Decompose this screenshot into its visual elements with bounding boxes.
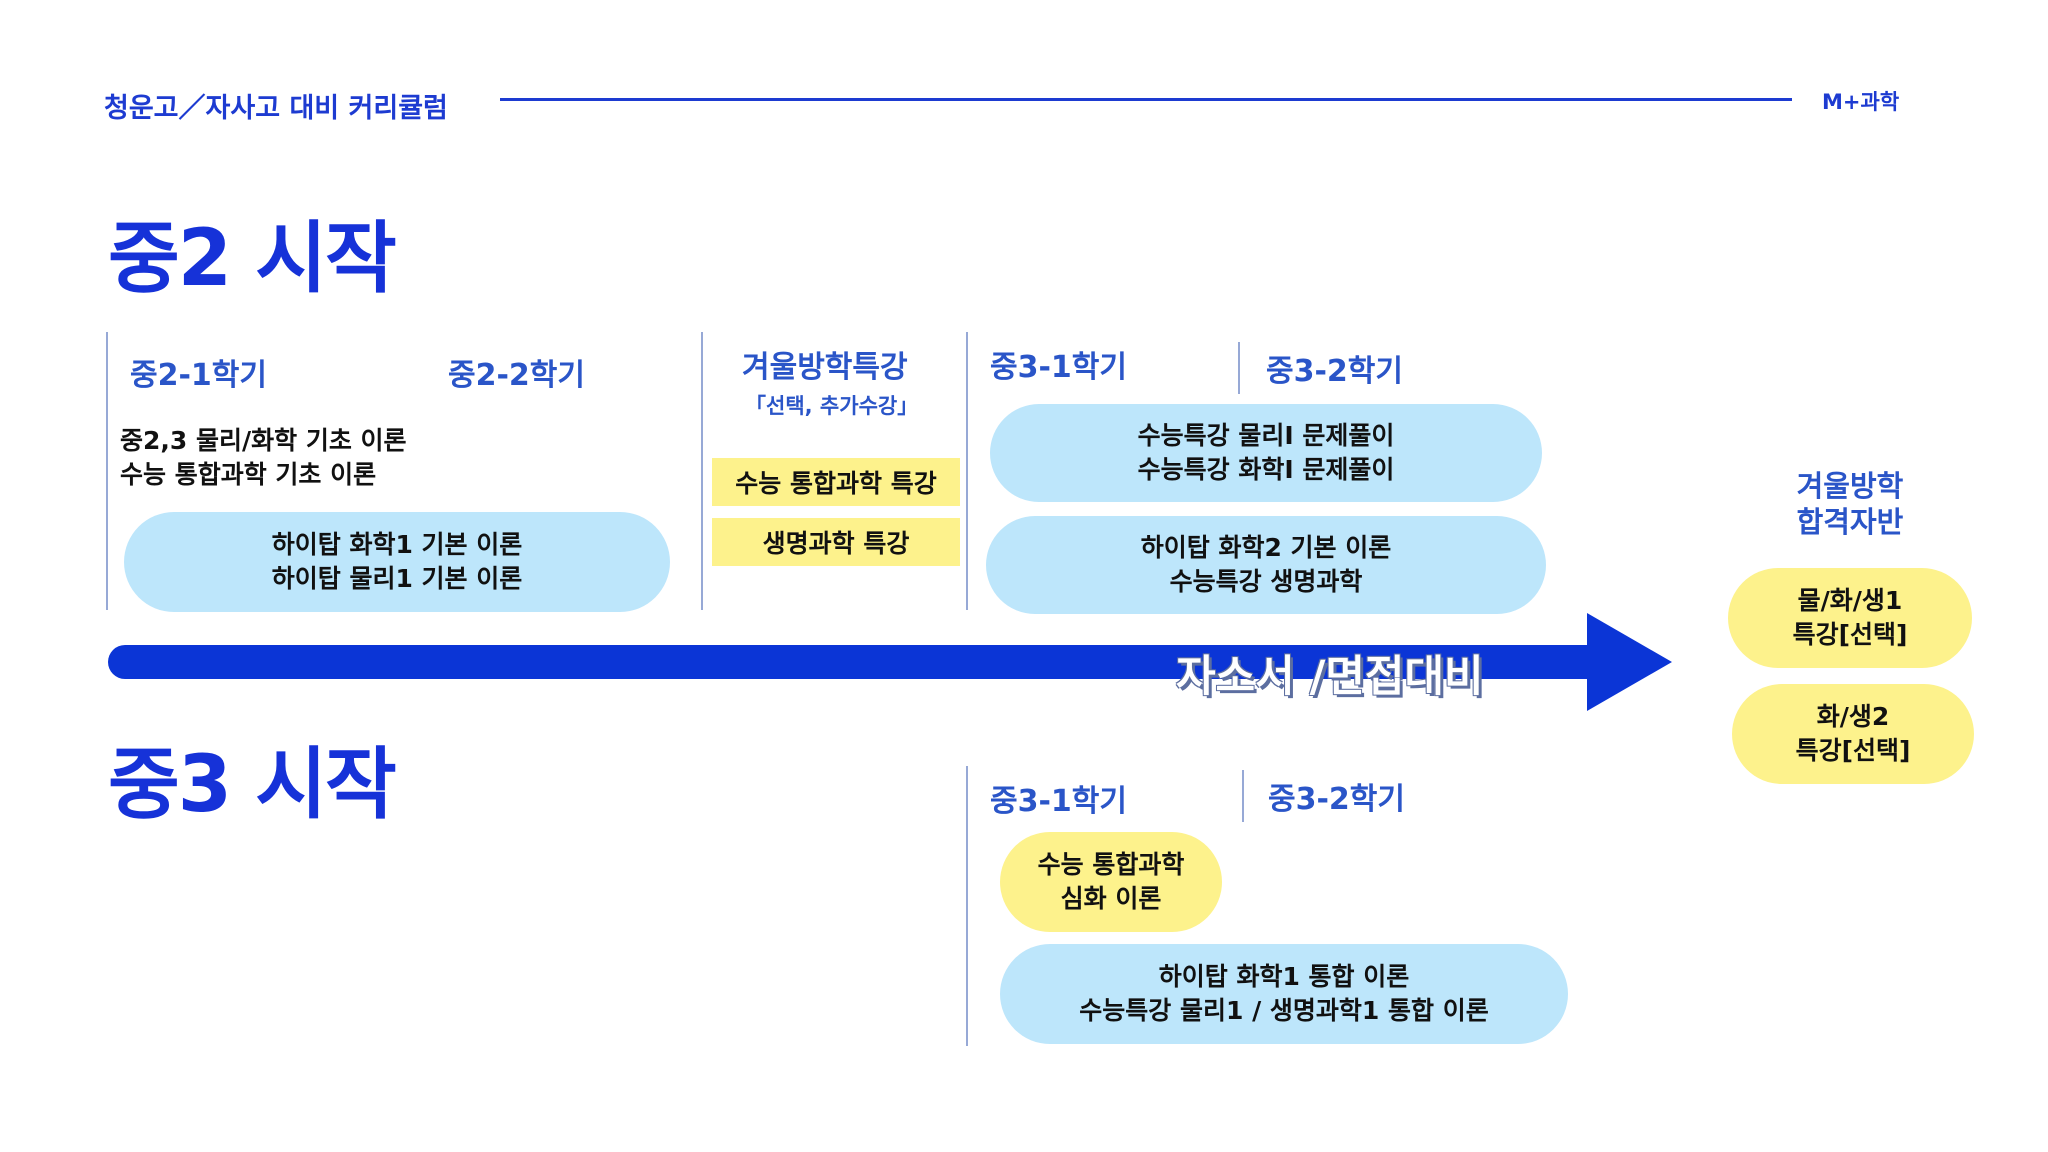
term-m3-2-bottom: 중3-2학기 xyxy=(1268,782,1405,817)
divider-m3-start xyxy=(966,332,968,610)
divider-m3-mid-top xyxy=(1238,342,1240,394)
track-m3-title: 중3 시작 xyxy=(108,740,397,830)
term-m3-1-top: 중3-1학기 xyxy=(990,350,1127,385)
goal-title-line-2: 합격자반 xyxy=(1796,505,1904,539)
divider-m3-mid-bottom xyxy=(1242,770,1244,822)
term-m2-2: 중2-2학기 xyxy=(448,358,585,393)
term-m3-2-top: 중3-2학기 xyxy=(1266,354,1403,389)
divider-m2-start xyxy=(106,332,108,610)
advanced-theory-pill: 하이탑 화학2 기본 이론 수능특강 생명과학 xyxy=(986,516,1546,614)
goal-option-1-line-1: 물/화/생1 xyxy=(1797,586,1903,615)
winter-special-note: 「선택, 추가수강」 xyxy=(745,394,919,418)
deep-theory-pill: 수능 통합과학 심화 이론 xyxy=(1000,832,1222,932)
goal-option-2-pill: 화/생2 특강[선택] xyxy=(1732,684,1974,784)
problems-line-2: 수능특강 화학Ⅰ 문제풀이 xyxy=(1137,455,1395,484)
brand-label: M+과학 xyxy=(1822,90,1900,114)
problem-solving-pill: 수능특강 물리Ⅰ 문제풀이 수능특강 화학Ⅰ 문제풀이 xyxy=(990,404,1542,502)
basics-text: 중2,3 물리/화학 기초 이론 수능 통합과학 기초 이론 xyxy=(120,424,407,492)
goal-option-1-line-2: 특강[선택] xyxy=(1792,620,1908,649)
hightop-line-1: 하이탑 화학1 기본 이론 xyxy=(271,530,523,559)
advanced-line-2: 수능특강 생명과학 xyxy=(1169,567,1363,596)
basics-line-1: 중2,3 물리/화학 기초 이론 xyxy=(120,426,407,455)
integrated-theory-pill: 하이탑 화학1 통합 이론 수능특강 물리1 / 생명과학1 통합 이론 xyxy=(1000,944,1568,1044)
header-title: 청운고／자사고 대비 커리큘럼 xyxy=(104,93,448,124)
winter-item-integrated-science: 수능 통합과학 특강 xyxy=(712,458,960,506)
problems-line-1: 수능특강 물리Ⅰ 문제풀이 xyxy=(1137,421,1395,450)
goal-option-2-line-1: 화/생2 xyxy=(1816,702,1890,731)
deep-line-1: 수능 통합과학 xyxy=(1037,850,1185,879)
term-m2-1: 중2-1학기 xyxy=(130,358,267,393)
hightop-line-2: 하이탑 물리1 기본 이론 xyxy=(271,564,523,593)
basics-line-2: 수능 통합과학 기초 이론 xyxy=(120,460,377,489)
timeline-arrow-label: 자소서 /면접대비 xyxy=(1176,652,1484,702)
divider-winter xyxy=(701,332,703,610)
goal-option-2-line-2: 특강[선택] xyxy=(1795,736,1911,765)
winter-item-biology: 생명과학 특강 xyxy=(712,518,960,566)
header-divider xyxy=(500,98,1792,101)
integrated-line-1: 하이탑 화학1 통합 이론 xyxy=(1158,962,1410,991)
winter-special-label: 겨울방학특강 xyxy=(742,350,908,385)
goal-title: 겨울방학 합격자반 xyxy=(1776,468,1924,540)
integrated-line-2: 수능특강 물리1 / 생명과학1 통합 이론 xyxy=(1079,996,1489,1025)
goal-option-1-pill: 물/화/생1 특강[선택] xyxy=(1728,568,1972,668)
divider-m3-track-start xyxy=(966,766,968,1046)
advanced-line-1: 하이탑 화학2 기본 이론 xyxy=(1140,533,1392,562)
track-m2-title: 중2 시작 xyxy=(108,214,397,304)
goal-title-line-1: 겨울방학 xyxy=(1796,469,1904,503)
timeline-arrow-head xyxy=(1587,613,1672,711)
term-m3-1-bottom: 중3-1학기 xyxy=(990,784,1127,819)
deep-line-2: 심화 이론 xyxy=(1060,884,1162,913)
timeline-arrow xyxy=(108,613,1672,711)
hightop-basic-pill: 하이탑 화학1 기본 이론 하이탑 물리1 기본 이론 xyxy=(124,512,670,612)
timeline-arrow-shaft xyxy=(108,645,1608,679)
